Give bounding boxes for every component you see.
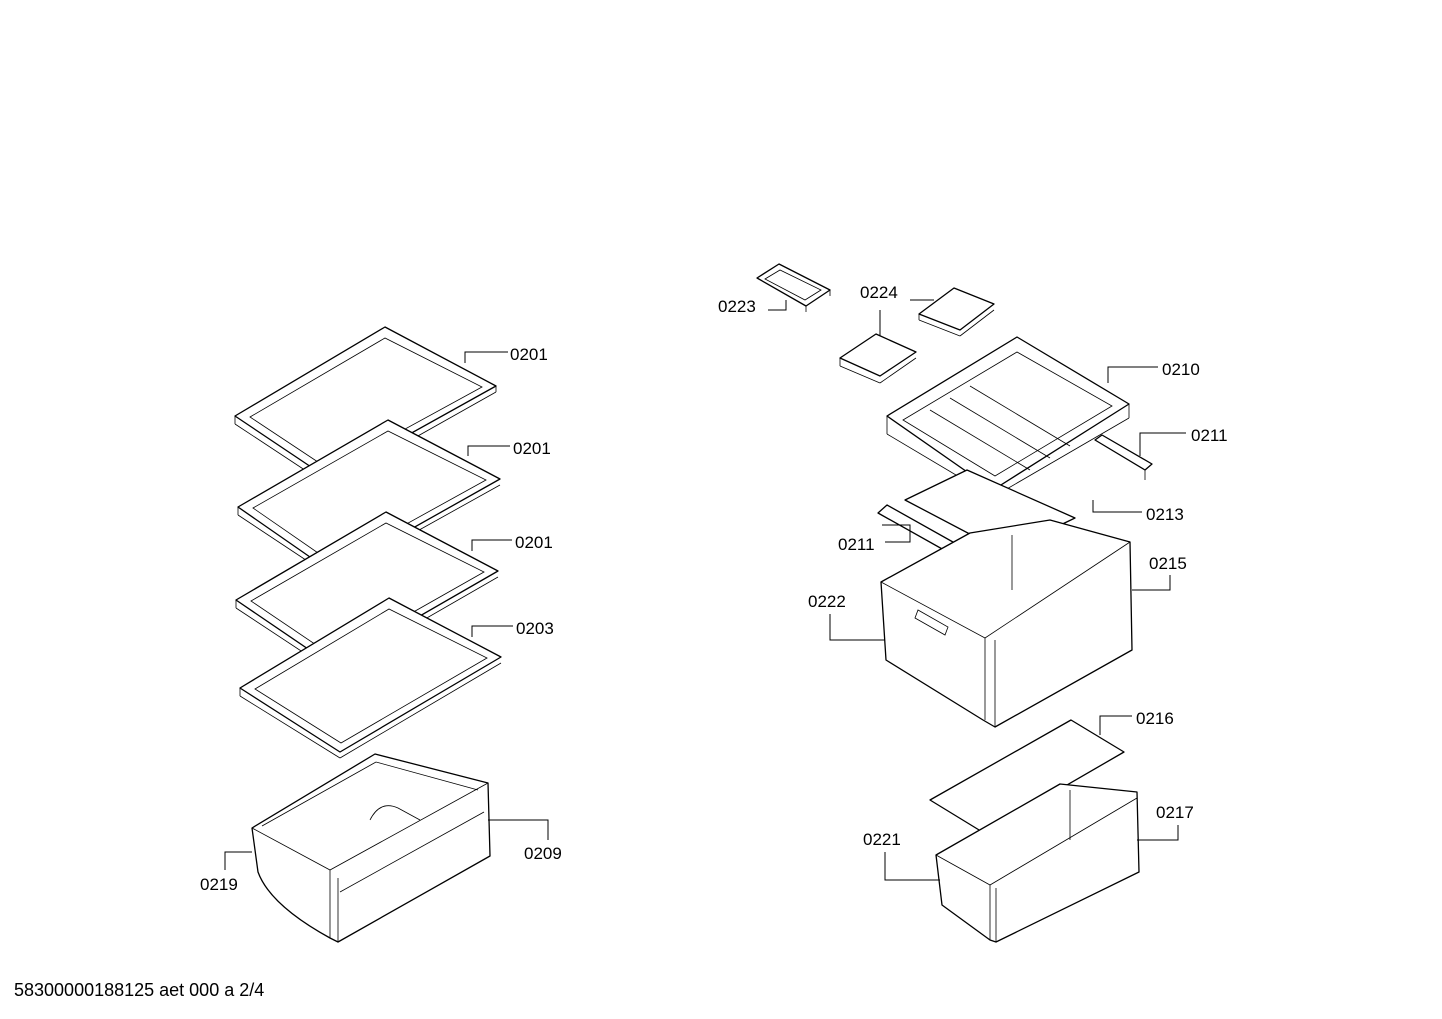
- part-labels: 0201 0201 0201 0203 0209 0219 0223 0224 …: [200, 283, 1228, 894]
- label-rail-right: 0211: [1191, 426, 1228, 445]
- label-shelf-3: 0201: [515, 533, 553, 552]
- label-drawer-lower: 0217: [1156, 803, 1194, 822]
- ice-tray: [756, 263, 831, 312]
- shelf-4: [239, 597, 502, 759]
- crisper-bin: [251, 753, 491, 943]
- tray: [886, 336, 1130, 498]
- label-glass-plate-top: 0213: [1146, 505, 1184, 524]
- shelf-1: [234, 326, 497, 487]
- label-tray: 0210: [1162, 360, 1200, 379]
- drawer-lower: [935, 783, 1140, 943]
- label-ice-pack: 0224: [860, 283, 898, 302]
- document-reference: 58300000188125 aet 000 a 2/4: [14, 980, 265, 1000]
- label-shelf-4: 0203: [516, 619, 554, 638]
- label-ice-tray: 0223: [718, 297, 756, 316]
- ice-pack-upper: [918, 287, 995, 337]
- label-glass-plate-bottom: 0216: [1136, 709, 1174, 728]
- label-crisper-bin: 0209: [524, 844, 562, 863]
- label-shelf-2: 0201: [513, 439, 551, 458]
- label-drawer-upper: 0215: [1149, 554, 1187, 573]
- rail-right: [1094, 434, 1153, 480]
- shelf-3: [235, 511, 499, 673]
- label-shelf-1: 0201: [510, 345, 548, 364]
- leader-lines: [224, 299, 1186, 881]
- label-drawer-front-lower: 0221: [863, 830, 901, 849]
- label-drawer-front-upper: 0222: [808, 592, 846, 611]
- ice-pack-lower: [839, 333, 917, 384]
- drawer-upper: [880, 519, 1133, 728]
- label-crisper-cover: 0219: [200, 875, 238, 894]
- label-rail-left: 0211: [838, 535, 875, 554]
- glass-plate-bottom: [929, 719, 1125, 834]
